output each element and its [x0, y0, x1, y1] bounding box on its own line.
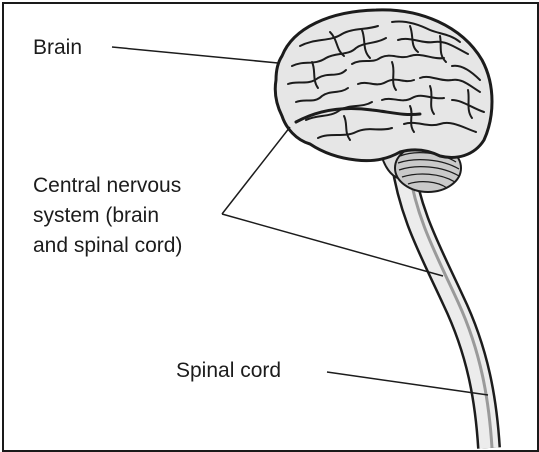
brain-gyri	[287, 20, 485, 141]
cns-label-line-3: and spinal cord)	[33, 234, 183, 257]
brain-leader-line	[111, 46, 279, 64]
spinal-cord-fill	[392, 158, 499, 449]
spinal-cord-leader-line	[326, 371, 489, 396]
brain-label: Brain	[33, 36, 83, 59]
spinal-cord-shading	[407, 169, 494, 449]
spinal-cord-label: Spinal cord	[176, 359, 282, 382]
cns-leader-line-to-cord	[221, 213, 444, 277]
cns-leader-line-to-brain	[221, 126, 291, 215]
cerebellum-folia	[397, 151, 460, 189]
cns-label-line-2: system (brain	[33, 204, 160, 227]
cerebrum	[273, 8, 494, 163]
cns-label-line-1: Central nervous	[33, 174, 182, 197]
central-nervous-system-label: Central nervous system (brain and spinal…	[33, 171, 182, 261]
